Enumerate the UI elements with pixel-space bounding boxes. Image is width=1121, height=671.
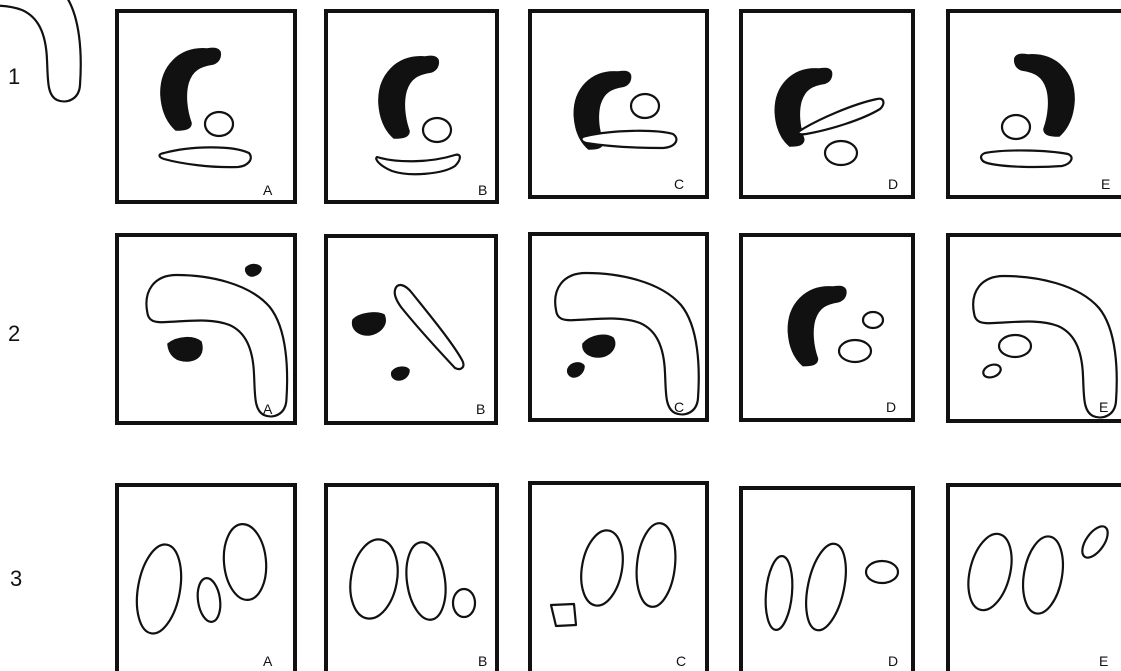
panel-letter: D — [888, 176, 898, 192]
oval-shape — [631, 94, 659, 118]
panel-letter: E — [1101, 176, 1110, 192]
panel-3B: B — [326, 485, 497, 671]
oval-shape — [999, 335, 1031, 357]
row-label-2: 2 — [8, 321, 20, 346]
panel-2D: D — [741, 235, 913, 420]
oval-shape — [423, 118, 451, 142]
panel-3D: D — [741, 488, 913, 671]
panel-letter: D — [886, 399, 896, 415]
panel-letter: C — [676, 653, 686, 669]
panel-1E: E — [948, 11, 1121, 197]
row-label-3: 3 — [10, 566, 22, 591]
oval-shape — [825, 141, 857, 165]
oval-shape — [205, 112, 233, 136]
panel-2B: B — [326, 236, 496, 423]
panel-1D: D — [741, 11, 913, 197]
panel-letter: A — [263, 401, 273, 417]
panel-3A: A — [117, 485, 295, 671]
panel-1B: B — [326, 11, 497, 202]
panel-1A: A — [117, 11, 295, 202]
square-shape — [551, 604, 576, 626]
panel-letter: E — [1099, 399, 1108, 415]
panel-3C: C — [530, 483, 707, 671]
elongated-shape — [582, 131, 677, 148]
panel-letter: A — [263, 653, 273, 669]
oval-shape — [1002, 115, 1030, 139]
panel-letter: B — [478, 182, 487, 198]
panel-2C: C — [530, 234, 707, 420]
panel-letter: B — [478, 653, 487, 669]
panel-2A: A — [117, 235, 295, 423]
oval-shape-small — [866, 561, 898, 583]
panel-1C: C — [530, 11, 707, 197]
panel-letter: D — [888, 653, 898, 669]
panel-letter: C — [674, 176, 684, 192]
panel-3E: E — [948, 485, 1121, 671]
panel-letter: E — [1099, 653, 1108, 669]
oval-shape — [839, 340, 871, 362]
elongated-shape — [981, 150, 1072, 167]
oval-shape-small — [863, 312, 883, 328]
panel-letter: B — [476, 401, 485, 417]
panel-letter: C — [674, 399, 684, 415]
row-label-1: 1 — [8, 64, 20, 89]
panel-letter: A — [263, 182, 273, 198]
oval-shape-small — [453, 589, 475, 617]
